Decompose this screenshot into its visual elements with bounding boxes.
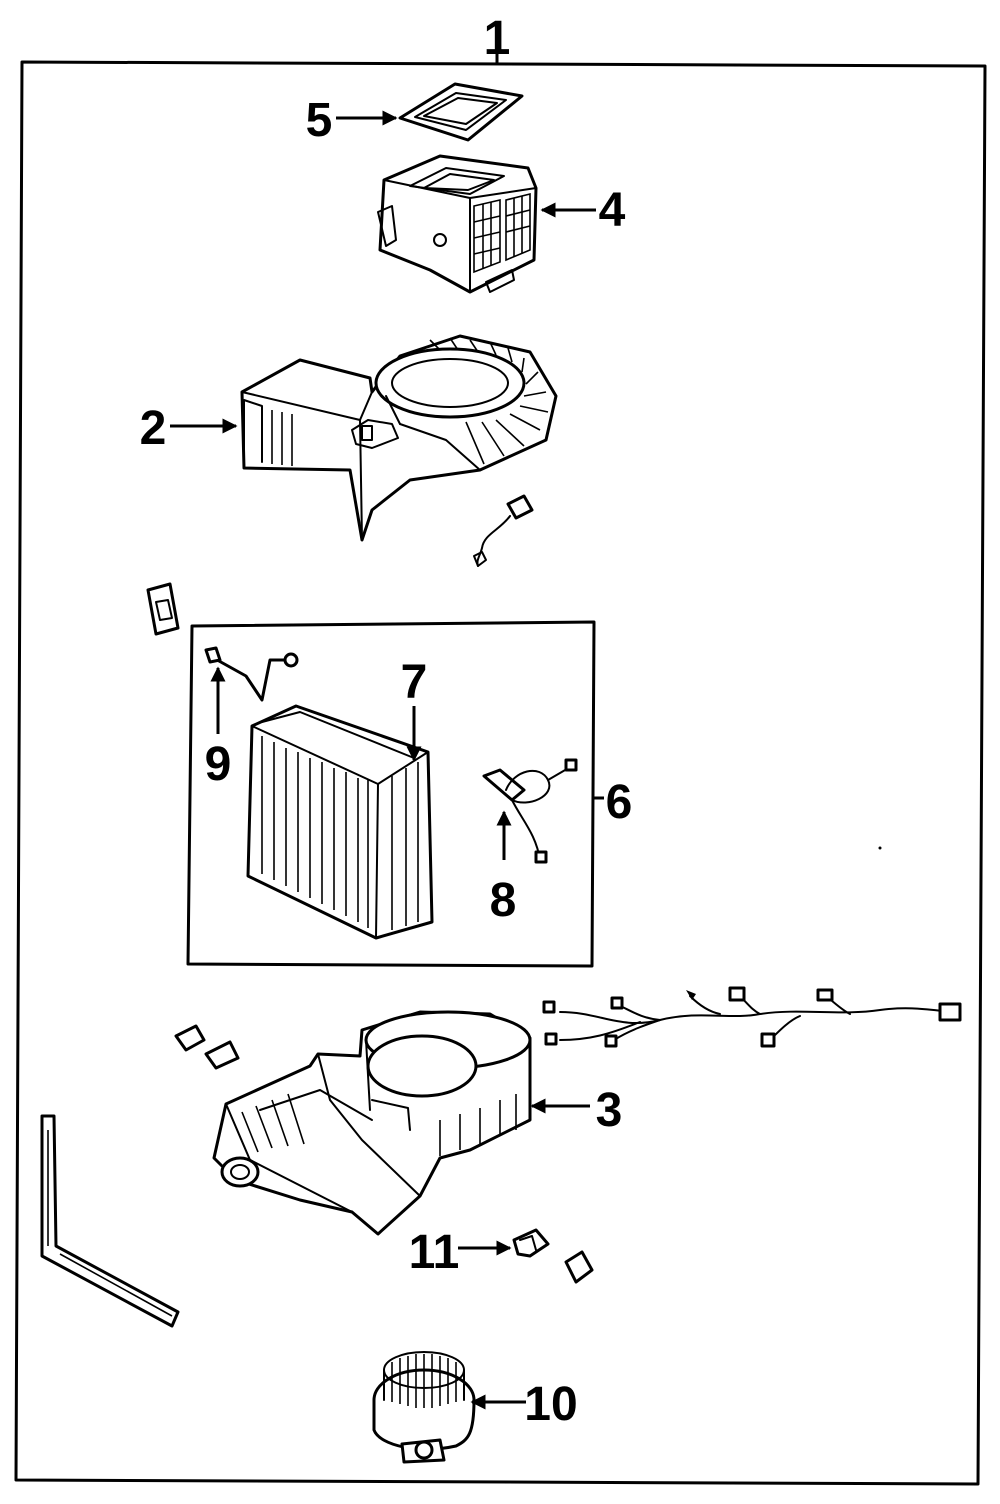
- callout-7: 7: [401, 656, 428, 709]
- intake-case-part-4: [377, 154, 538, 294]
- callout-10: 10: [524, 1378, 577, 1431]
- resistor-part-11: [512, 1228, 594, 1284]
- evaporator-core-part-7: [246, 704, 434, 940]
- callout-3: 3: [596, 1084, 623, 1137]
- seal-strip: [40, 1114, 180, 1328]
- blower-motor-part-10: [372, 1351, 476, 1464]
- lower-blower-housing-part-3: [212, 1010, 532, 1236]
- callout-11: 11: [409, 1226, 460, 1279]
- gasket-part-5: [398, 82, 524, 142]
- thermistor-part-8: [482, 758, 578, 864]
- callout-5: 5: [306, 94, 333, 147]
- callout-8: 8: [490, 874, 517, 927]
- wiring-harness: [542, 986, 962, 1048]
- callout-6: 6: [606, 776, 633, 829]
- clip-icon: [146, 582, 180, 636]
- callout-1: 1: [484, 12, 511, 65]
- clips-pair: [174, 1024, 240, 1070]
- evaporator-kit-box-part-6: [186, 620, 604, 968]
- callout-2: 2: [140, 402, 167, 455]
- upper-blower-housing-part-2: [240, 334, 558, 542]
- assembly-frame: [14, 28, 987, 1486]
- callout-4: 4: [599, 184, 626, 237]
- expansion-tube-part-9: [204, 646, 299, 702]
- callout-9: 9: [205, 738, 232, 791]
- connector-wire: [473, 494, 534, 567]
